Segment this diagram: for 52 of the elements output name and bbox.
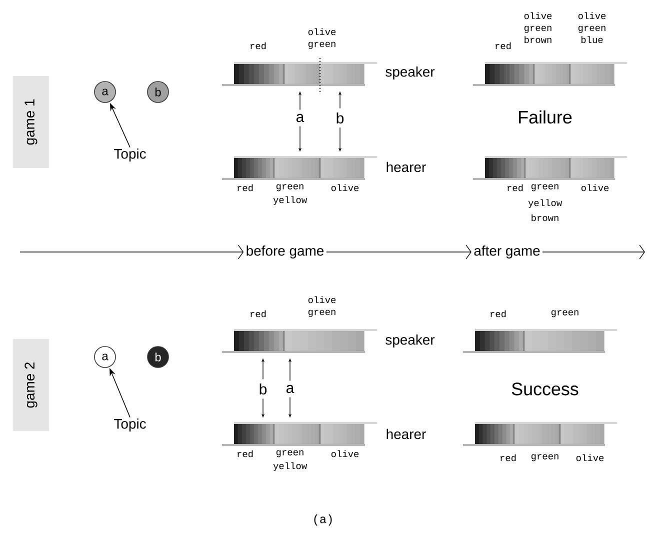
stage-label: before game (246, 246, 324, 258)
color-bar (222, 422, 378, 446)
color-bar (462, 422, 618, 446)
category-label: red (250, 42, 266, 50)
object-letter: a (296, 114, 304, 122)
color-bar (472, 62, 628, 86)
object-letter: a (286, 384, 294, 394)
category-label: olive green brown (524, 12, 552, 44)
color-bar (222, 58, 378, 94)
caption: (a) (314, 514, 332, 526)
category-label: red (490, 310, 506, 318)
category-label: yellow (273, 196, 307, 206)
category-label: olive (581, 184, 609, 192)
role-label: hearer (386, 428, 426, 440)
category-label: green (276, 450, 304, 458)
category-label: yellow (273, 462, 307, 472)
category-label: olive (331, 184, 359, 192)
category-label: red (238, 450, 253, 458)
outcome-label: Success (512, 382, 578, 396)
object-letter: b (260, 384, 267, 394)
color-bar (222, 330, 378, 352)
stage-label: after game (474, 246, 540, 258)
topic-label: Topic (114, 418, 146, 432)
color-bar (222, 156, 378, 180)
category-label: red (496, 42, 511, 50)
topic-label: Topic (114, 148, 146, 162)
category-label: yellow (528, 199, 562, 208)
game-label: game 2 (13, 339, 49, 431)
category-label: olive (331, 450, 359, 458)
role-label: speaker (386, 66, 435, 80)
category-label: green (276, 184, 304, 192)
color-bar (462, 330, 618, 352)
category-label: green (531, 184, 558, 192)
category-label: red (508, 184, 523, 192)
category-label: olive green (308, 296, 336, 317)
color-bar (472, 156, 628, 180)
timeline-arrow (20, 244, 244, 260)
game-label: game 1 (13, 76, 49, 168)
timeline-arrow (326, 244, 472, 260)
category-label: olive green (308, 28, 336, 49)
category-label: green (551, 310, 578, 318)
category-label: green (531, 454, 558, 462)
outcome-label: Failure (519, 110, 572, 124)
role-label: speaker (386, 334, 435, 348)
category-label: brown (532, 214, 558, 222)
timeline-arrow (542, 244, 645, 260)
category-label: red (500, 454, 516, 462)
object-letter: b (336, 112, 344, 124)
category-label: olive (576, 454, 604, 462)
category-label: olive green blue (578, 12, 606, 44)
category-label: red (250, 310, 266, 318)
category-label: red (238, 184, 253, 192)
